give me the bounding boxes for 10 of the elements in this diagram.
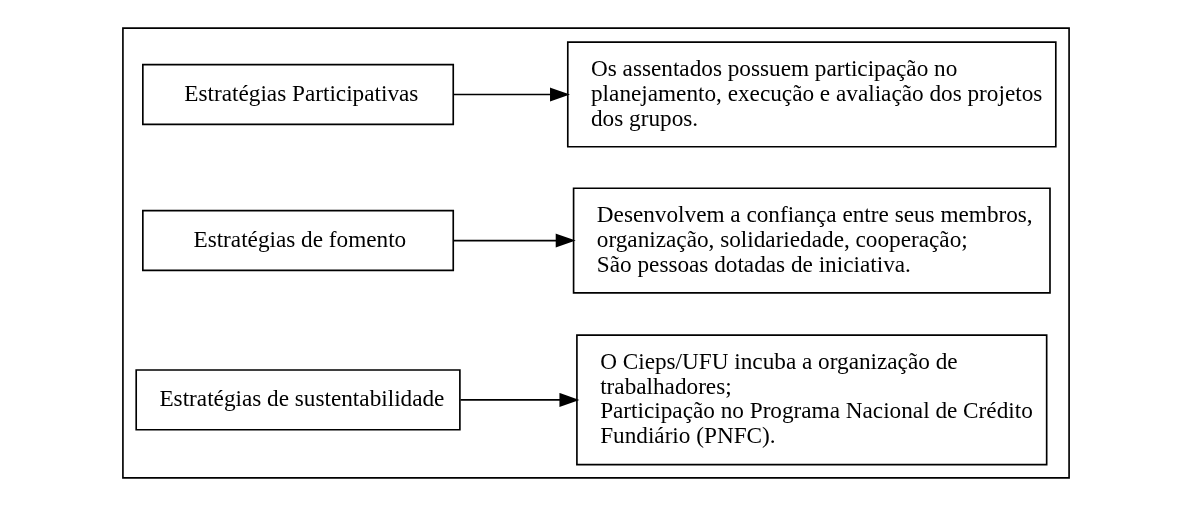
- node-box: Desenvolvem a confiança entre seus membros, organização, solidariedade, cooperação; São pessoas dotadas de iniciativa.: [572, 187, 1051, 294]
- arrow: [452, 233, 576, 248]
- arrow: [459, 392, 580, 407]
- node-box: O Cieps/UFU incuba a organização de trabalhadores; Participação no Programa Nacional de Crédito Fundiário (PNFC).: [576, 334, 1048, 466]
- node-box: Os assentados possuem participação no planejamento, execução e avaliação dos projetos dos grupos.: [566, 41, 1057, 148]
- node-box: Estratégias Participativas: [142, 63, 455, 126]
- node-box: Estratégias de sustentabilidade: [135, 369, 461, 431]
- arrow: [452, 87, 570, 102]
- node-box: Estratégias de fomento: [142, 209, 455, 272]
- cluster: [122, 27, 1070, 479]
